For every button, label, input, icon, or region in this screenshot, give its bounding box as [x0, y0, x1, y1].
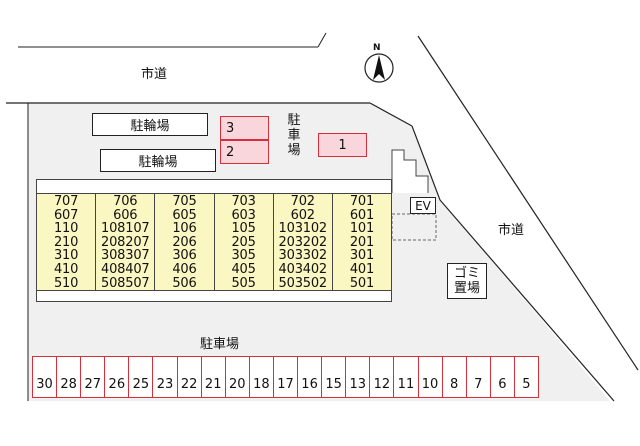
- east-road-edge-inner: [369, 102, 413, 127]
- room-label: 405: [231, 261, 256, 277]
- room-label: 201: [349, 234, 375, 250]
- parking-label-south: 駐車場: [200, 337, 240, 352]
- room-label: 605: [172, 207, 197, 223]
- room-label: 306: [172, 248, 197, 264]
- apartment-building: 707 607 110 210 310 410 510 706 606 1081…: [36, 193, 392, 291]
- parking-space-26: 26: [105, 356, 130, 398]
- building-column-1: 707 607 110 210 310 410 510: [37, 194, 97, 291]
- room-label: 501: [349, 275, 375, 291]
- parking-space-27: 27: [81, 356, 106, 398]
- garbage-area: ゴミ置場: [447, 263, 487, 299]
- room-label: 103102: [278, 221, 328, 237]
- parking-space-20: 20: [225, 356, 250, 398]
- room-label: 505: [231, 275, 256, 291]
- room-label: 110: [53, 221, 79, 237]
- parking-space-6: 6: [490, 356, 515, 398]
- room-label: 208207: [101, 234, 150, 250]
- room-label: 607: [53, 207, 79, 223]
- room-label: 508507: [101, 275, 150, 291]
- parking-space-16: 16: [298, 356, 323, 398]
- east-road-label: 市道: [498, 223, 525, 238]
- parking-space-8: 8: [442, 356, 467, 398]
- room-label: 305: [231, 248, 256, 264]
- room-label: 410: [53, 261, 79, 277]
- room-label: 707: [53, 194, 79, 209]
- room-label: 303302: [278, 248, 328, 264]
- dashed-area: [391, 213, 437, 241]
- parking-space-15: 15: [322, 356, 347, 398]
- building-roof-strip: [36, 179, 392, 194]
- room-label: 105: [231, 221, 256, 237]
- building-column-4: 703 603 105 205 305 405 505: [215, 194, 274, 290]
- parking-space-13: 13: [346, 356, 371, 398]
- building-column-5: 702 602 103102 203202 303302 403402 5035…: [274, 194, 333, 290]
- room-label: 406: [172, 261, 197, 277]
- compass-icon: [364, 53, 394, 83]
- parking-space-30: 30: [33, 356, 58, 398]
- parking-space-21: 21: [201, 356, 226, 398]
- parking-space-11: 11: [394, 356, 419, 398]
- parking-space-7: 7: [466, 356, 491, 398]
- room-label: 510: [53, 275, 79, 291]
- room-label: 506: [172, 275, 197, 291]
- parking-space-12: 12: [370, 356, 395, 398]
- east-road-edge-outer: [417, 35, 639, 371]
- elevator: EV: [410, 197, 436, 214]
- bike-parking-lower: 駐輪場: [100, 149, 216, 172]
- room-label: 403402: [278, 261, 328, 277]
- parking-space-18: 18: [249, 356, 274, 398]
- room-label: 706: [113, 194, 138, 209]
- parking-space-23: 23: [153, 356, 178, 398]
- room-label: 206: [172, 234, 197, 250]
- room-label: 702: [290, 194, 315, 209]
- room-label: 310: [53, 248, 79, 264]
- room-label: 601: [349, 207, 375, 223]
- room-label: 210: [53, 234, 79, 250]
- building-bottom-strip: [36, 290, 392, 302]
- parking-space-3: 3: [220, 116, 269, 140]
- building-column-3: 705 605 106 206 306 406 506: [155, 194, 215, 291]
- building-column-2: 706 606 108107 208207 308307 408407 5085…: [96, 194, 156, 291]
- north-road-edge-upper-tail: [317, 32, 327, 48]
- north-road-label: 市道: [141, 67, 168, 82]
- room-label: 106: [172, 221, 197, 237]
- building-column-6: 701 601 101 201 301 401 501: [333, 194, 391, 290]
- room-label: 703: [231, 194, 256, 209]
- room-label: 701: [349, 194, 375, 209]
- room-label: 503502: [278, 275, 328, 291]
- room-label: 602: [290, 207, 315, 223]
- parking-space-25: 25: [129, 356, 154, 398]
- east-road-edge-inner-lower: [411, 125, 615, 402]
- room-label: 101: [349, 221, 375, 237]
- stair-outline: [391, 149, 429, 193]
- parking-space-1: 1: [318, 133, 367, 157]
- bike-parking-upper: 駐輪場: [92, 113, 208, 136]
- parking-space-5: 5: [514, 356, 539, 398]
- room-label: 408407: [101, 261, 150, 277]
- parking-space-22: 22: [177, 356, 202, 398]
- room-label: 108107: [101, 221, 150, 237]
- room-label: 203202: [278, 234, 328, 250]
- parking-space-17: 17: [273, 356, 299, 398]
- room-label: 301: [349, 248, 375, 264]
- parking-label-north: 駐車場: [287, 113, 301, 158]
- room-label: 705: [172, 194, 197, 209]
- compass-letter: N: [373, 43, 381, 53]
- parking-space-2: 2: [220, 140, 269, 164]
- room-label: 401: [349, 261, 375, 277]
- room-label: 606: [113, 207, 138, 223]
- room-label: 308307: [101, 248, 150, 264]
- room-label: 603: [231, 207, 256, 223]
- room-label: 205: [231, 234, 256, 250]
- parking-space-10: 10: [418, 356, 443, 398]
- parking-space-28: 28: [57, 356, 82, 398]
